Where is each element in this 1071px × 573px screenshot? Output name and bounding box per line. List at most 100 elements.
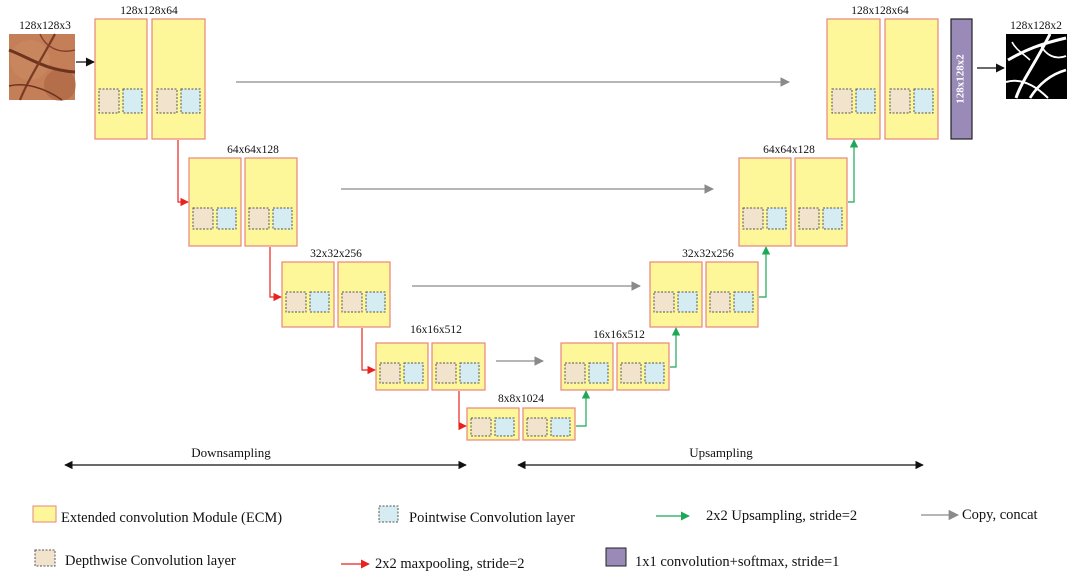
pointwise-layer [272, 207, 293, 230]
conv1x1-swatch [605, 547, 627, 567]
encoder-label-4: 16x16x512 [410, 324, 462, 336]
pointwise-layer [822, 207, 843, 230]
legend-copy: Copy, concat [921, 507, 1038, 523]
depthwise-layer [98, 88, 120, 114]
legend-depthwise-text: Depthwise Convolution layer [65, 553, 236, 569]
depthwise-layer [526, 417, 548, 437]
pointwise-layer [766, 207, 787, 230]
ecm-box [244, 157, 298, 247]
upsampling-label: Upsampling [689, 445, 753, 460]
final-conv-label: 128x128x2 [955, 54, 967, 104]
input-retina-image [8, 33, 76, 101]
decoder-block-3: 64x64x128 [738, 144, 848, 247]
maxpool-arrow [177, 140, 189, 207]
upsampling-arrow [759, 246, 771, 298]
ecm-box [188, 157, 242, 247]
depthwise-layer [798, 207, 820, 230]
legend: Extended convolution Module (ECM) Pointw… [32, 505, 1038, 572]
output-segmentation-image [1005, 33, 1067, 99]
depthwise-layer [564, 362, 586, 384]
pointwise-layer [644, 362, 665, 384]
depthwise-swatch [34, 549, 56, 567]
pointwise-layer [733, 291, 754, 313]
ecm-box [884, 18, 939, 140]
depthwise-layer [192, 207, 214, 230]
legend-maxpool-text: 2x2 maxpooling, stride=2 [375, 556, 525, 572]
ecm-box [738, 157, 792, 247]
legend-maxpool: 2x2 maxpooling, stride=2 [341, 556, 525, 572]
legend-copy-text: Copy, concat [962, 507, 1038, 523]
pointwise-layer [180, 88, 201, 114]
bottleneck-label: 8x8x1024 [498, 393, 544, 405]
pointwise-layer [403, 362, 424, 384]
legend-pointwise: Pointwise Convolution layer [378, 505, 575, 526]
pointwise-layer [309, 291, 330, 313]
pointwise-layer [677, 291, 698, 313]
depthwise-layer [379, 362, 401, 384]
upsampling-span: Upsampling [517, 445, 924, 470]
encoder-label-1: 128x128x64 [120, 5, 178, 17]
ecm-box [794, 157, 848, 247]
legend-conv1x1-text: 1x1 convolution+softmax, stride=1 [635, 554, 839, 570]
pointwise-layer [216, 207, 237, 230]
maxpool-arrow [361, 328, 376, 375]
legend-upsampling: 2x2 Upsampling, stride=2 [656, 508, 857, 524]
depthwise-layer [831, 88, 853, 114]
ecm-box [94, 18, 148, 140]
pointwise-layer [550, 417, 571, 437]
decoder-block-2: 32x32x256 [649, 248, 759, 328]
final-conv-box [950, 18, 973, 140]
pointwise-layer [459, 362, 480, 384]
maxpool-arrow [458, 391, 467, 431]
upsampling-arrow [576, 390, 591, 427]
output-image-label: 128x128x2 [1010, 20, 1062, 32]
downsampling-span: Downsampling [64, 445, 467, 470]
copy-concat-arrows [236, 77, 790, 366]
ecm-swatch [32, 505, 57, 523]
depthwise-layer [742, 207, 764, 230]
maxpool-arrows [177, 140, 467, 431]
encoder-block-3: 32x32x256 [281, 248, 391, 328]
downsampling-label: Downsampling [191, 445, 271, 460]
encoder-block-1: 128x128x64 [94, 5, 206, 140]
encoder-label-2: 64x64x128 [227, 144, 279, 156]
pointwise-layer [588, 362, 609, 384]
final-conv-layer: 128x128x2 [950, 18, 973, 140]
depthwise-layer [435, 362, 457, 384]
pointwise-layer [365, 291, 386, 313]
pointwise-layer [855, 88, 876, 114]
input-image-group: 128x128x3 [8, 20, 76, 101]
pointwise-layer [913, 88, 934, 114]
legend-depthwise: Depthwise Convolution layer [34, 549, 236, 569]
ecm-box [826, 18, 881, 140]
upsampling-arrow [670, 327, 681, 368]
encoder-block-4: 16x16x512 [375, 324, 486, 391]
decoder-label-4: 128x128x64 [851, 5, 909, 17]
decoder-label-2: 32x32x256 [682, 248, 734, 260]
depthwise-layer [470, 417, 492, 437]
depthwise-layer [285, 291, 307, 313]
depthwise-layer [889, 88, 911, 114]
depthwise-layer [653, 291, 675, 313]
depthwise-layer [341, 291, 363, 313]
legend-conv1x1: 1x1 convolution+softmax, stride=1 [605, 547, 839, 570]
decoder-block-4: 128x128x64 [826, 5, 939, 140]
upsampling-arrows [576, 139, 859, 427]
decoder-block-1: 16x16x512 [560, 329, 670, 391]
encoder-block-2: 64x64x128 [188, 144, 298, 247]
legend-pointwise-text: Pointwise Convolution layer [409, 510, 575, 526]
upsampling-arrow [848, 139, 859, 203]
depthwise-layer [156, 88, 178, 114]
output-image-group: 128x128x2 [1005, 20, 1067, 99]
legend-upsampling-text: 2x2 Upsampling, stride=2 [706, 508, 857, 524]
legend-ecm: Extended convolution Module (ECM) [32, 505, 282, 526]
pointwise-swatch [378, 505, 399, 523]
ecm-box [151, 18, 206, 140]
pointwise-layer [494, 417, 515, 437]
legend-ecm-text: Extended convolution Module (ECM) [61, 510, 282, 526]
depthwise-layer [709, 291, 731, 313]
depthwise-layer [248, 207, 270, 230]
encoder-label-3: 32x32x256 [310, 248, 362, 260]
depthwise-layer [620, 362, 642, 384]
